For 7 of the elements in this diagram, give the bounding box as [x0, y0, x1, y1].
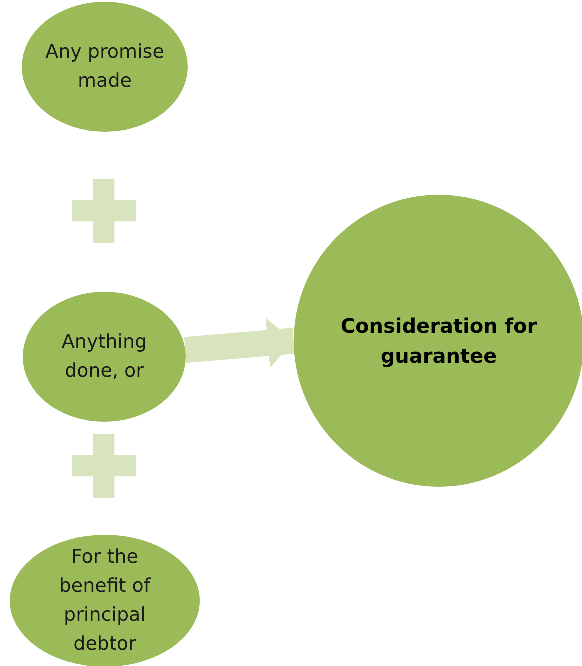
node-label: Any promise made: [45, 40, 165, 94]
node-label: Anything done, or: [60, 330, 148, 384]
plus-sign: [72, 179, 136, 243]
node-label: For the benefit of principal debtor: [58, 545, 152, 657]
plus-sign: [72, 434, 136, 498]
arrow: [184, 318, 296, 368]
node-label: Consideration for guarantee: [340, 313, 538, 370]
